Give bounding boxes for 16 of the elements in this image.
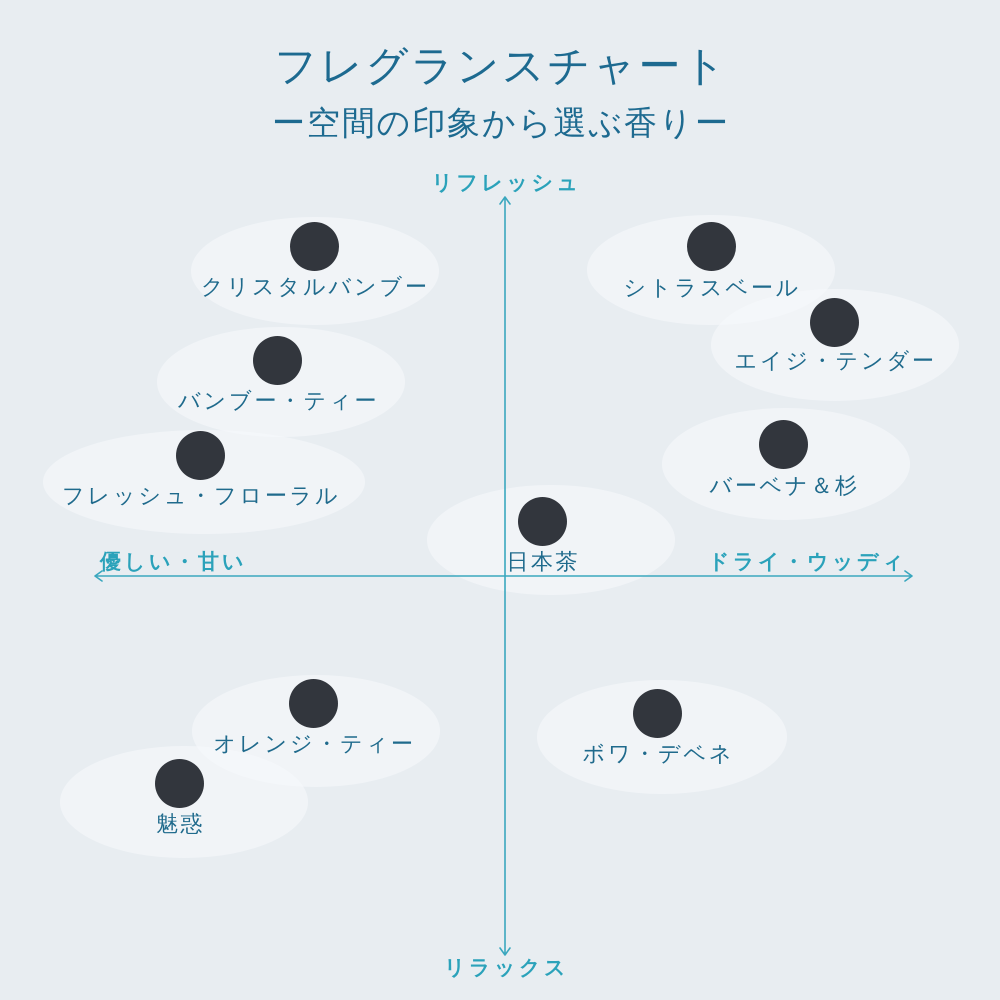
node-label: エイジ・テンダー: [733, 348, 936, 376]
node-label: クリスタルバンブー: [200, 274, 430, 302]
node-label: バーベナ＆杉: [708, 474, 860, 500]
axis-label: リフレッシュ: [430, 170, 582, 196]
axis-label: ドライ・ウッディ: [708, 549, 907, 575]
chart-title: フレグランスチャート: [273, 40, 728, 92]
node-label: ボワ・デベネ: [581, 742, 734, 768]
node-label: フレッシュ・フローラル: [61, 484, 340, 510]
node-label: 魅惑: [154, 812, 205, 838]
axis-label: 優しい・甘い: [100, 549, 247, 575]
subtitle: ー空間の印象から選ぶ香りー: [271, 103, 730, 143]
node-label: シトラスベール: [622, 276, 801, 302]
node-label: バンブー・ティー: [176, 388, 379, 416]
node-label: 日本茶: [506, 550, 580, 576]
axis-label: リラックス: [443, 955, 569, 981]
node-label: オレンジ・ティー: [212, 732, 416, 758]
